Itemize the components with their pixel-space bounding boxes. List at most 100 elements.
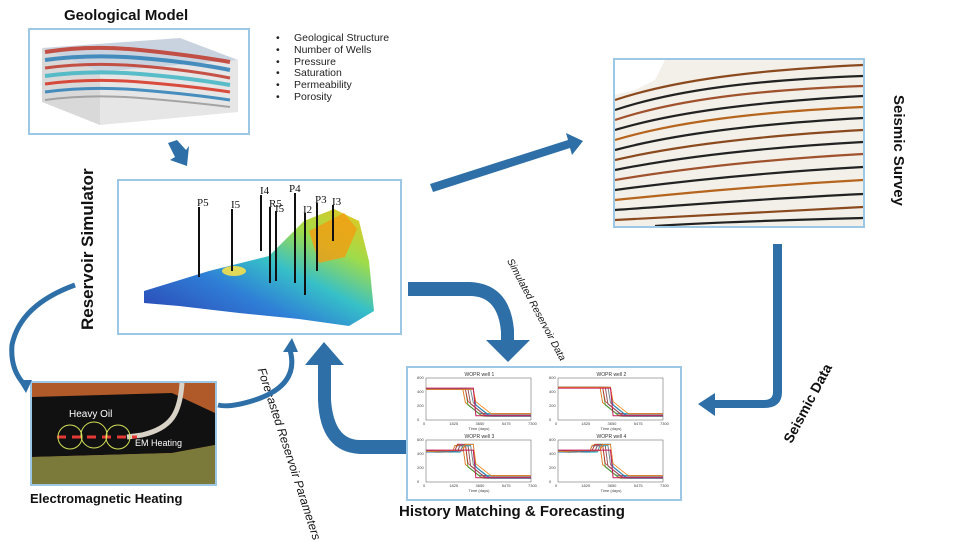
forecasted-parameters-label: Forecasted Reservoir Parameters (254, 366, 324, 542)
arrow-icon (698, 244, 782, 416)
plot-title: WOPR well 3 (465, 434, 495, 440)
y-tick-label: 400 (549, 389, 556, 394)
reservoir-simulator-panel: P5 I5 I4 P4 R5 I5 P3 I2 I3 (117, 179, 402, 335)
reference-line (558, 387, 663, 417)
y-tick-label: 400 (417, 389, 424, 394)
well-label: P5 (197, 197, 209, 209)
well-label: R5 (269, 198, 282, 210)
list-item: Geological Structure (276, 32, 389, 45)
em-heating-label: EM Heating (135, 438, 182, 448)
x-tick-label: 1825 (581, 483, 591, 488)
list-item: Pressure (276, 56, 389, 69)
x-tick-label: 0 (555, 483, 558, 488)
y-tick-label: 200 (549, 465, 556, 470)
x-tick-label: 5475 (502, 421, 512, 426)
plot-title: WOPR well 1 (465, 372, 495, 378)
y-tick-label: 400 (417, 451, 424, 456)
x-tick-label: 7300 (528, 483, 538, 488)
reference-line (426, 387, 531, 417)
x-tick-label: 3650 (608, 421, 618, 426)
history-plot: WOPR well 3 0 1825 3650 5475 7300 0 200 400 600Ti… (417, 434, 538, 493)
geological-model-image (30, 30, 248, 133)
list-item: Saturation (276, 68, 389, 80)
arrow-icon (168, 140, 189, 166)
y-tick-label: 600 (549, 437, 556, 442)
simulated-reservoir-data-label: Simulated Reservoir Data (504, 257, 568, 363)
y-tick-label: 200 (549, 403, 556, 408)
history-plot: WOPR well 4 0 1825 3650 5475 7300 0 200 400 600Ti… (549, 434, 670, 493)
seismic-image (615, 60, 863, 226)
geological-parameters-list: Geological Structure Number of Wells Pre… (276, 32, 389, 104)
x-tick-label: 0 (423, 483, 426, 488)
arc-arrow-left (9, 282, 76, 387)
list-item: Number of Wells (276, 44, 389, 57)
reservoir-model-image: P5 I5 I4 P4 R5 I5 P3 I2 I3 (144, 183, 374, 326)
ensemble-line (557, 444, 663, 478)
history-plot: WOPR well 1 0 1825 3650 5475 7300 0 200 400 600Ti… (417, 372, 538, 431)
seismic-data-label: Seismic Data (780, 361, 836, 446)
well-label: I5 (231, 199, 241, 211)
y-tick-label: 600 (417, 437, 424, 442)
x-tick-label: 1825 (449, 483, 459, 488)
arrow-icon (408, 282, 530, 362)
well-label: I3 (332, 196, 342, 208)
y-tick-label: 400 (549, 451, 556, 456)
ensemble-line (425, 443, 531, 477)
y-tick-label: 600 (549, 375, 556, 380)
y-tick-label: 0 (417, 479, 420, 484)
reference-line (558, 449, 663, 479)
list-item: Permeability (276, 79, 389, 92)
geological-model-panel (28, 28, 250, 135)
ensemble-line (426, 388, 531, 415)
list-item: Porosity (276, 91, 389, 104)
history-matching-title: History Matching & Forecasting (399, 503, 625, 520)
y-tick-label: 600 (417, 375, 424, 380)
heavy-oil-label: Heavy Oil (69, 409, 112, 420)
em-heating-image: Heavy Oil EM Heating (32, 383, 215, 484)
y-tick-label: 200 (417, 465, 424, 470)
x-tick-label: 3650 (476, 421, 486, 426)
x-tick-label: 5475 (634, 421, 644, 426)
x-tick-label: 7300 (660, 483, 670, 488)
y-tick-label: 0 (549, 479, 552, 484)
x-tick-label: 7300 (660, 421, 670, 426)
x-tick-label: 0 (423, 421, 426, 426)
x-tick-label: 3650 (608, 483, 618, 488)
well-label: I5 (275, 203, 285, 215)
electromagnetic-heating-title: Electromagnetic Heating (30, 491, 183, 506)
y-tick-label: 0 (417, 417, 420, 422)
x-tick-label: 5475 (502, 483, 512, 488)
plot-title: WOPR well 4 (597, 434, 627, 440)
well-label: P3 (315, 194, 327, 206)
x-tick-label: 1825 (581, 421, 591, 426)
x-axis-label: Time (days) (469, 426, 491, 431)
reference-line (426, 449, 531, 479)
plot-title: WOPR well 2 (597, 372, 627, 378)
arc-arrow-right (217, 349, 295, 409)
x-axis-label: Time (days) (601, 426, 623, 431)
x-tick-label: 7300 (528, 421, 538, 426)
well-label: P4 (289, 183, 301, 195)
ensemble-line (557, 443, 663, 477)
y-tick-label: 0 (549, 417, 552, 422)
x-axis-label: Time (days) (601, 488, 623, 493)
em-heating-panel: Heavy Oil EM Heating (30, 381, 217, 486)
seismic-survey-label: Seismic Survey (890, 95, 907, 206)
x-tick-label: 3650 (476, 483, 486, 488)
seismic-survey-panel (613, 58, 865, 228)
x-tick-label: 1825 (449, 421, 459, 426)
well-label: I4 (260, 185, 270, 197)
ensemble-line (558, 386, 663, 415)
reservoir-simulator-label: Reservoir Simulator (78, 168, 97, 330)
well-label: I2 (303, 204, 312, 216)
geological-model-title: Geological Model (64, 7, 189, 24)
arrow-icon (305, 342, 406, 454)
x-tick-label: 5475 (634, 483, 644, 488)
x-tick-label: 0 (555, 421, 558, 426)
arrow-icon (430, 133, 583, 192)
history-plot: WOPR well 2 0 1825 3650 5475 7300 0 200 400 600Ti… (549, 372, 670, 431)
x-axis-label: Time (days) (469, 488, 491, 493)
y-tick-label: 200 (417, 403, 424, 408)
